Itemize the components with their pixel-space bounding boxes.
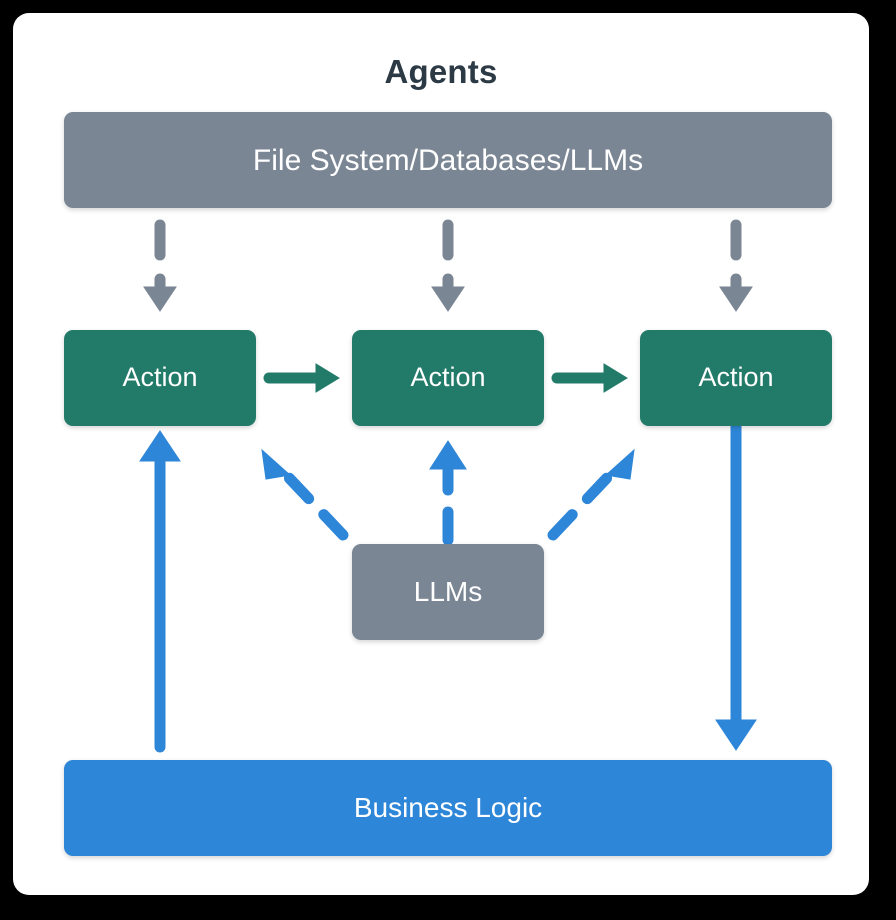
arrow-business-logic-to-action-1 [139, 430, 181, 753]
arrow-datasources-to-action-1 [143, 219, 177, 312]
arrow-llms-to-action-2 [429, 440, 467, 546]
arrow-llms-to-action-3 [547, 448, 635, 541]
node-action-1[interactable]: Action [64, 330, 256, 426]
node-action-2[interactable]: Action [352, 330, 544, 426]
arrow-datasources-to-action-2 [431, 219, 465, 312]
arrow-datasources-to-action-3 [719, 219, 753, 312]
node-llms[interactable]: LLMs [352, 544, 544, 640]
diagram-card: Agents [13, 13, 869, 895]
diagram-canvas: Agents [13, 13, 869, 895]
arrow-action-3-to-business-logic [715, 420, 757, 751]
node-business-logic[interactable]: Business Logic [64, 760, 832, 856]
diagram-title: Agents [384, 53, 498, 90]
arrow-llms-to-action-1 [261, 448, 349, 541]
node-action-3[interactable]: Action [640, 330, 832, 426]
node-datasources[interactable]: File System/Databases/LLMs [64, 112, 832, 208]
arrow-action-2-to-action-3 [551, 363, 628, 393]
arrow-action-1-to-action-2 [263, 363, 340, 393]
